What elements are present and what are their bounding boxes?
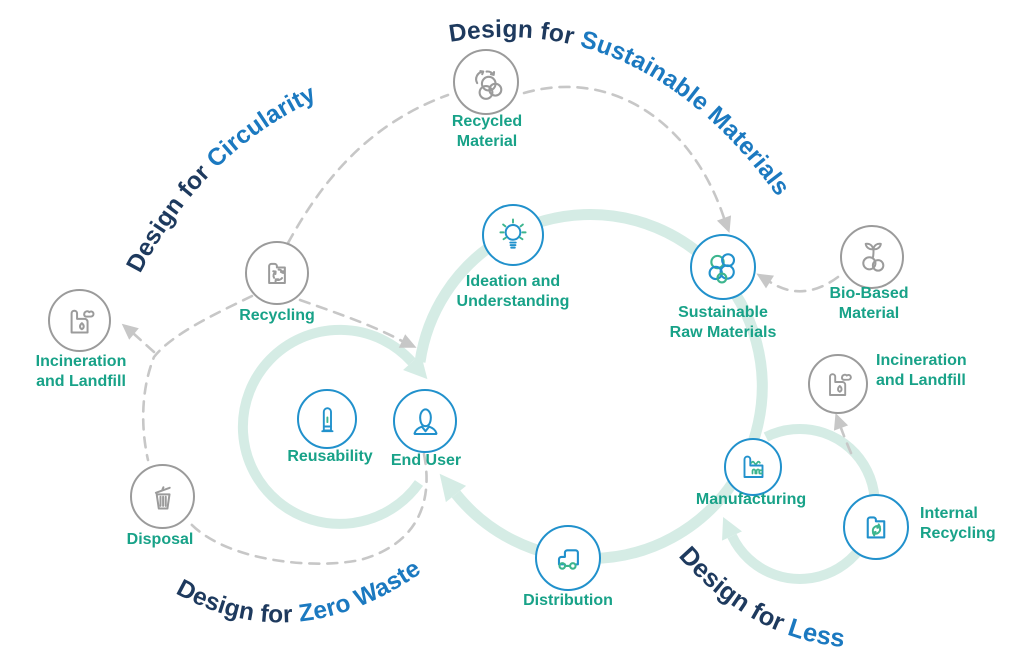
node-recycling (245, 241, 309, 305)
recycle-document-icon (866, 516, 886, 539)
label-sustainable-raw-materials: Sustainable Raw Materials (669, 304, 777, 341)
arrowhead-into-sustainable-raw-right (756, 273, 774, 289)
title-accent: Circularity (202, 80, 320, 173)
title-prefix: Design for (447, 16, 577, 51)
dashed-connectors (121, 85, 853, 565)
label-recycling: Recycling (239, 307, 315, 324)
label-incineration-right: Incineration and Landfill (876, 352, 967, 389)
node-manufacturing (724, 438, 782, 496)
connector-bio-based-to-sustainable-raw (768, 275, 840, 293)
node-end-user (393, 389, 457, 453)
plant-berries-icon (862, 242, 885, 272)
main-loop-arrowhead (439, 473, 467, 503)
node-incineration-left (48, 289, 111, 352)
zero-waste-loop (237, 324, 428, 529)
node-sustainable-raw-materials (690, 234, 756, 300)
less-loop-arrowhead (722, 516, 742, 541)
node-disposal (130, 464, 195, 529)
label-end-user: End User (390, 452, 462, 469)
title-design-for-less: Design forLess (674, 541, 847, 653)
factory-icon (743, 455, 764, 478)
label-manufacturing: Manufacturing (695, 491, 807, 508)
label-incineration-left: Incineration and Landfill (35, 353, 127, 390)
trash-can-icon (154, 485, 171, 510)
zero-waste-loop-arrowhead (403, 353, 428, 380)
incinerator-icon (70, 309, 95, 334)
lightbulb-rays (499, 218, 527, 241)
label-disposal: Disposal (126, 531, 194, 548)
connector-end-user-to-disposal (188, 452, 428, 565)
incinerator-icon (829, 373, 852, 396)
connector-recycling-to-end-user (298, 298, 404, 343)
material-cluster-icon (708, 253, 736, 284)
truck-icon (557, 549, 579, 570)
recycling-document-icon (268, 262, 286, 284)
connector-less-loop-to-incineration-right (839, 426, 853, 455)
connector-recycled-material-to-sustainable-raw (522, 85, 726, 220)
node-recycled-material (453, 49, 519, 115)
person-icon (413, 407, 437, 435)
connector-to-incineration-left (132, 332, 156, 354)
label-bio-based-material: Bio-Based Material (829, 285, 909, 322)
node-internal-recycling (843, 494, 909, 560)
label-internal-recycling: Internal Recycling (920, 505, 996, 542)
label-reusability: Reusability (287, 448, 373, 465)
arrowhead-into-incineration-left (121, 323, 139, 340)
title-accent: Less (785, 614, 847, 654)
label-recycled-material: Recycled Material (451, 113, 523, 150)
label-distribution: Distribution (523, 592, 613, 609)
recycled-material-icon (475, 70, 503, 100)
title-prefix: Design for (172, 575, 293, 629)
node-bio-based-material (840, 225, 904, 289)
reusable-device-icon (321, 407, 334, 433)
arrowhead-into-sustainable-raw-top (716, 215, 732, 234)
lightbulb-icon (499, 218, 527, 249)
connector-recycling-to-recycled-material (286, 93, 450, 245)
node-ideation (482, 204, 544, 266)
title-accent: Sustainable Materials (577, 26, 794, 201)
truck-wheels (558, 562, 577, 570)
node-incineration-right (808, 354, 868, 414)
cycle-arrows (871, 523, 882, 537)
title-accent: Zero Waste (297, 555, 426, 628)
arrowhead-into-incineration-right (833, 412, 849, 431)
factory-details (750, 460, 763, 475)
label-ideation: Ideation and Understanding (456, 273, 570, 310)
title-prefix: Design for (674, 541, 789, 637)
arrowhead-into-end-user (398, 334, 417, 348)
connector-recycling-to-disposal (141, 294, 254, 462)
node-distribution (535, 525, 601, 591)
title-prefix: Design for (122, 159, 216, 276)
node-reusability (297, 389, 357, 449)
